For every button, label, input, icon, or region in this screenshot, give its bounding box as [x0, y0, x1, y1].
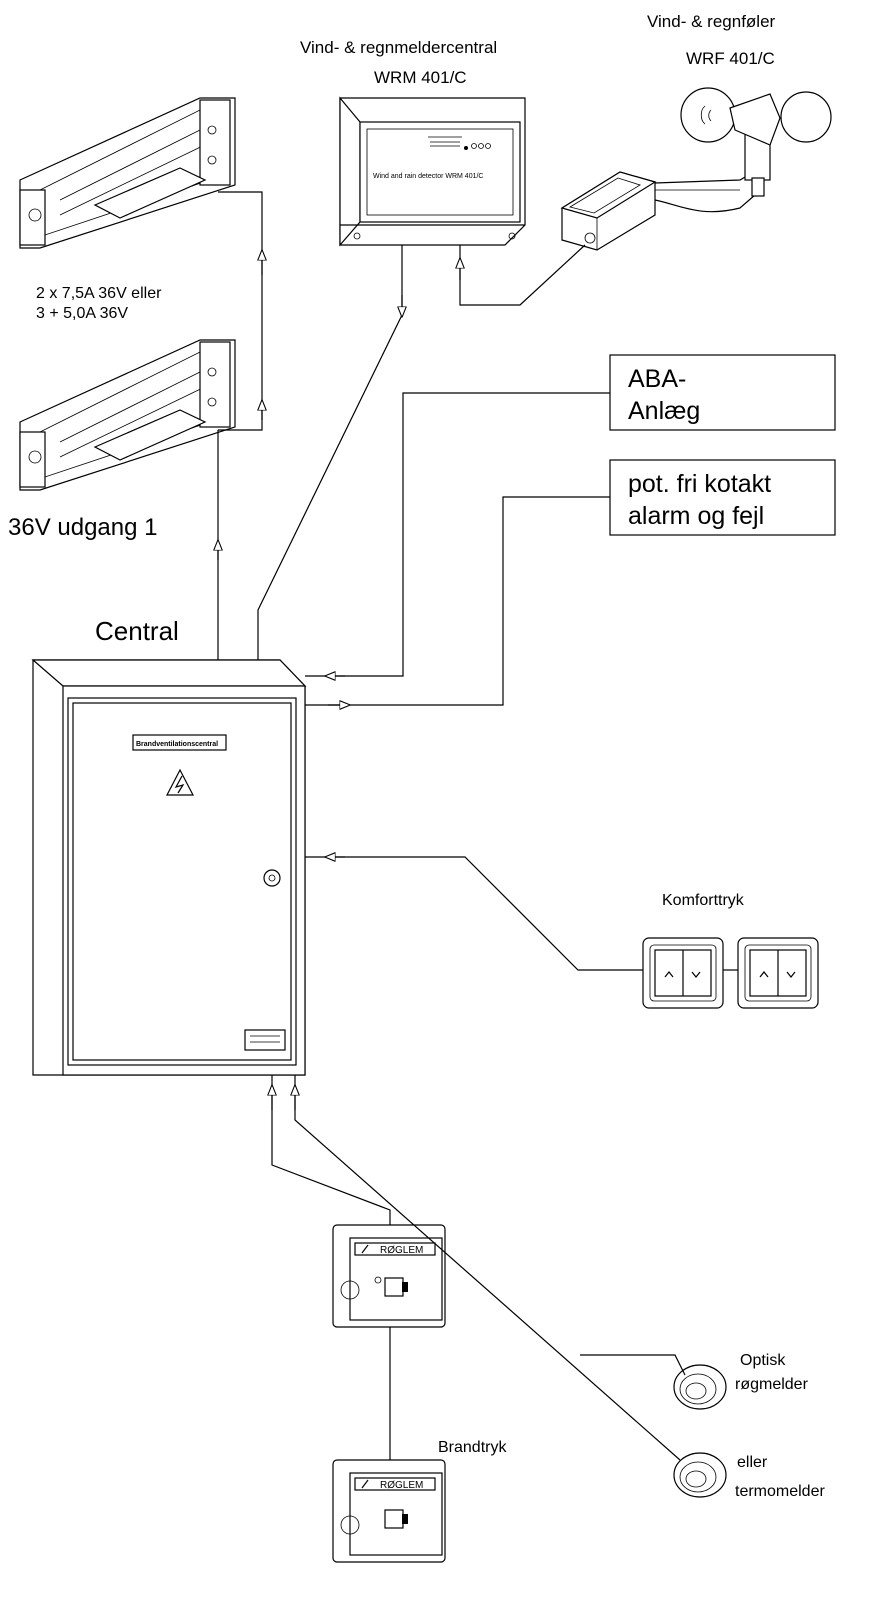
roeglem-unit-2: RØGLEM [332, 1459, 446, 1563]
central-label: Central [95, 616, 179, 646]
optical-line1: Optisk [740, 1352, 786, 1369]
aba-line2: Anlæg [628, 397, 700, 425]
wrf-title-line2: WRF 401/C [686, 49, 775, 68]
aba-line1: ABA- [628, 365, 686, 393]
central-plate: Brandventilationscentral [136, 741, 218, 748]
roeglem-label-2: RØGLEM [380, 1480, 423, 1491]
thermo-line2: termomelder [735, 1483, 825, 1500]
output-label: 36V udgang 1 [8, 514, 157, 541]
optical-smoke-detector [673, 1364, 727, 1410]
brandtryk-label: Brandtryk [438, 1439, 507, 1456]
wrm-title-line2: WRM 401/C [374, 68, 467, 87]
actuator-spec-line1: 2 x 7,5A 36V eller [36, 285, 162, 302]
actuator-spec-line2: 3 + 5,0A 36V [36, 305, 128, 322]
wrm-title-line1: Vind- & regnmeldercentral [300, 38, 497, 57]
window-actuator-1 [19, 97, 236, 249]
roeglem-label-1: RØGLEM [380, 1245, 423, 1256]
komfort-label: Komforttryk [662, 892, 745, 909]
komfort-switch-2 [737, 937, 819, 1009]
komfort-switch-1 [642, 937, 724, 1009]
window-actuator-2 [19, 339, 236, 491]
roeglem-unit-1: RØGLEM [332, 1224, 446, 1328]
thermo-detector [673, 1452, 727, 1498]
aba-box: ABA- Anlæg [609, 354, 836, 431]
wiring [218, 191, 686, 1461]
contact-line2: alarm og fejl [628, 502, 764, 530]
wrf-401c-sensor [560, 87, 832, 251]
wrm-401c-box: Wind and rain detector WRM 401/C [339, 96, 526, 247]
wrm-panel-text: Wind and rain detector WRM 401/C [373, 173, 484, 180]
wrf-title-line1: Vind- & regnføler [647, 12, 776, 31]
thermo-line1: eller [737, 1454, 768, 1471]
potential-free-contact-box: pot. fri kotakt alarm og fejl [609, 459, 836, 536]
central-cabinet: Brandventilationscentral [31, 659, 307, 1076]
optical-line2: røgmelder [735, 1376, 809, 1393]
contact-line1: pot. fri kotakt [628, 470, 771, 498]
